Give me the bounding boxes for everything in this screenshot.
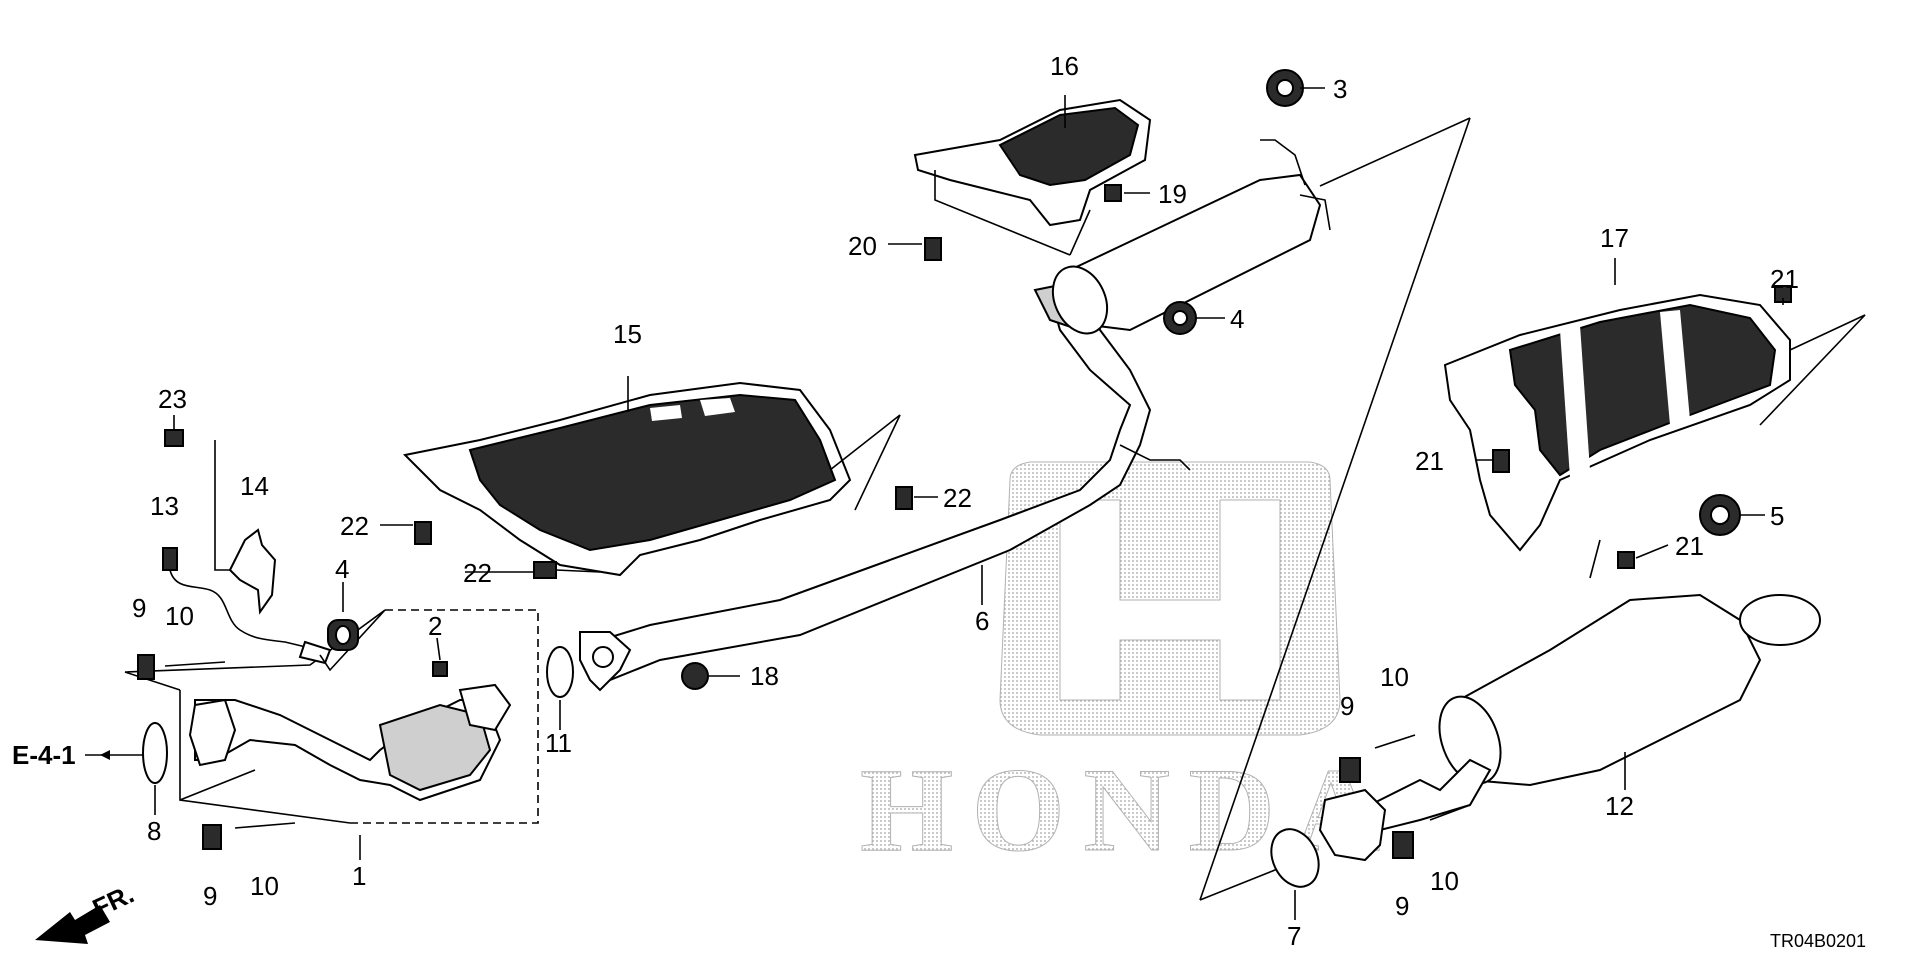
- bolt-22-a: [414, 521, 432, 545]
- callout-16: 16: [1050, 51, 1079, 81]
- bolt-2: [432, 661, 448, 677]
- front-direction-indicator: FR.: [35, 879, 139, 944]
- callout-9-d: 9: [1395, 891, 1409, 921]
- exhaust-mount-4-lower: [327, 619, 359, 651]
- spring-9-b: [202, 824, 222, 850]
- gasket-11: [546, 646, 574, 698]
- callout-2: 2: [428, 611, 442, 641]
- exhaust-mount-5: [1699, 494, 1741, 536]
- callout-13: 13: [150, 491, 179, 521]
- rear-heat-shield: [1443, 293, 1791, 552]
- bolt-10-a: [164, 661, 226, 667]
- callout-11: 11: [545, 728, 572, 758]
- callout-10-a: 10: [165, 601, 194, 631]
- catalytic-converter: [188, 683, 512, 802]
- callout-4-lower: 4: [335, 554, 349, 584]
- catalytic-group-box: [350, 609, 539, 824]
- bolt-10-c: [1374, 734, 1416, 749]
- front-heat-shield: [402, 381, 852, 577]
- callout-12: 12: [1605, 791, 1634, 821]
- mount-rubber-18: [681, 662, 709, 690]
- gasket-7: [1270, 828, 1320, 888]
- gasket-8: [142, 722, 168, 784]
- bolt-23: [164, 429, 184, 447]
- callout-8: 8: [147, 816, 161, 846]
- callout-23: 23: [158, 384, 187, 414]
- bolt-22-c: [533, 561, 601, 579]
- leader-lines: [85, 87, 1784, 920]
- callout-9-c: 9: [1340, 691, 1354, 721]
- nut-19: [1104, 184, 1122, 202]
- diagram-code: TR04B0201: [1770, 931, 1866, 951]
- honda-watermark: HONDA: [860, 461, 1381, 877]
- callout-9-b: 9: [203, 881, 217, 911]
- callout-19: 19: [1158, 179, 1187, 209]
- callout-21-b: 21: [1415, 446, 1444, 476]
- bolt-10-b: [234, 822, 296, 829]
- callout-10-b: 10: [250, 871, 279, 901]
- spring-9-c: [1339, 757, 1361, 783]
- exhaust-mount-3: [1266, 69, 1304, 107]
- rear-muffler: [1358, 593, 1821, 832]
- callout-15: 15: [613, 319, 642, 349]
- callout-21-a: 21: [1770, 264, 1799, 294]
- spring-9-a: [137, 654, 155, 680]
- callout-20: 20: [848, 231, 877, 261]
- honda-watermark-text: HONDA: [860, 743, 1380, 876]
- callout-9-a: 9: [132, 593, 146, 623]
- rear-muffler-flange: [1318, 788, 1387, 862]
- callout-5: 5: [1770, 501, 1784, 531]
- bolt-21-b: [1492, 449, 1510, 473]
- callout-14: 14: [240, 471, 269, 501]
- oxygen-sensor: [162, 547, 332, 665]
- callout-10-c: 10: [1380, 662, 1409, 692]
- callout-21-c: 21: [1675, 531, 1704, 561]
- oxygen-sensor-bracket: [228, 528, 277, 615]
- group-bracket-right: [1199, 117, 1471, 901]
- exhaust-mount-4-upper: [1163, 301, 1197, 335]
- callout-4-upper: 4: [1230, 304, 1244, 334]
- section-reference: E-4-1: [12, 740, 76, 770]
- bolt-22-b: [895, 486, 913, 510]
- callout-7: 7: [1287, 921, 1301, 951]
- callout-6: 6: [975, 606, 989, 636]
- callout-10-d: 10: [1430, 866, 1459, 896]
- callout-17: 17: [1600, 223, 1629, 253]
- callout-18: 18: [750, 661, 779, 691]
- upper-heat-shield: [913, 98, 1152, 227]
- callout-3: 3: [1333, 74, 1347, 104]
- bolt-20: [924, 237, 942, 261]
- bolt-21-c: [1617, 551, 1635, 569]
- bolt-10-d: [1429, 804, 1471, 821]
- callout-1: 1: [352, 861, 366, 891]
- callout-22-b: 22: [463, 558, 492, 588]
- callout-22-a: 22: [340, 511, 369, 541]
- pre-muffler: [1051, 139, 1331, 335]
- callout-22-c: 22: [943, 483, 972, 513]
- spring-9-d: [1392, 831, 1414, 859]
